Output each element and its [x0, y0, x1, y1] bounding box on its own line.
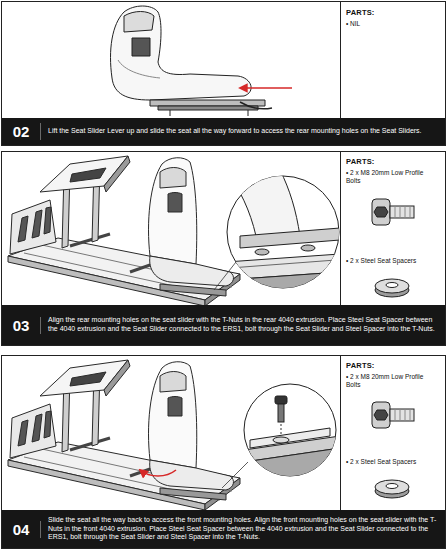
panel-frame [340, 152, 341, 307]
seat-side-view [124, 12, 154, 33]
rig-illustration [140, 470, 176, 476]
detail-inset [226, 170, 340, 298]
step-number: 03 [2, 317, 41, 334]
seat-side-view [240, 102, 272, 109]
detail-inset [214, 262, 236, 290]
panel-frame [340, 356, 341, 512]
detail-inset [250, 428, 330, 448]
rig-illustration [8, 360, 240, 510]
detail-inset [226, 170, 300, 236]
bolt-icon [374, 207, 388, 217]
detail-inset [230, 260, 336, 268]
seat-side-view [158, 106, 258, 110]
detail-inset [222, 462, 248, 488]
parts-item: • 2 x M8 20mm Low Profile Bolts [346, 373, 438, 390]
parts-list: PARTS: • NIL [342, 4, 442, 33]
parts-item: • 2 x Steel Seat Spacers [346, 458, 438, 466]
parts-heading: PARTS: [346, 8, 438, 17]
detail-inset [226, 272, 340, 298]
seat-side-view [240, 87, 292, 89]
detail-inset [275, 396, 287, 404]
panel-frame [2, 356, 446, 549]
bolt-icon [395, 409, 410, 421]
detail-inset [273, 437, 289, 443]
step-number: 04 [2, 521, 41, 538]
parts-heading: PARTS: [346, 157, 438, 166]
seat-side-view [111, 6, 293, 116]
seat-side-view [111, 6, 252, 100]
detail-inset [301, 245, 315, 251]
bolt-icon [395, 206, 410, 218]
bolt-icon [390, 409, 414, 421]
spacer-icon [386, 484, 398, 489]
seat-side-view [170, 110, 248, 116]
rig-illustration [8, 360, 240, 510]
bolt-icon [390, 206, 414, 218]
step-instruction: Lift the Seat Slider Lever up and slide … [41, 123, 445, 140]
step-number: 02 [2, 123, 41, 140]
panel-frame [340, 2, 341, 120]
panel-frame [2, 152, 446, 346]
parts-item: • NIL [346, 20, 438, 28]
bolt-icon [372, 199, 390, 225]
panel-frame [2, 2, 446, 146]
rig-illustration [8, 156, 240, 306]
detail-inset [240, 228, 340, 248]
bolt-icon [372, 402, 390, 428]
seat-side-view [118, 60, 160, 78]
detail-inset [214, 170, 340, 298]
detail-inset [244, 448, 340, 484]
spacer-icon [375, 279, 409, 293]
parts-item: • 2 x M8 20mm Low Profile Bolts [346, 169, 438, 186]
bolt-icon [372, 199, 414, 225]
step-band: 04Slide the seat all the way back to acc… [2, 510, 445, 548]
parts-item: • 2 x Steel Seat Spacers [346, 257, 438, 265]
rig-illustration [8, 156, 240, 306]
parts-list: PARTS: • 2 x M8 20mm Low Profile Bolts • 2… [342, 153, 442, 270]
seat-side-view [132, 38, 150, 56]
spacer-icon [375, 480, 409, 494]
step-band: 02Lift the Seat Slider Lever up and slid… [2, 118, 445, 145]
step-instruction: Slide the seat all the way back to acces… [41, 512, 445, 546]
spacer-icon [386, 283, 398, 288]
detail-inset [278, 404, 284, 422]
step-band: 03Align the rear mounting holes on the s… [2, 305, 445, 345]
bolt-icon [374, 410, 388, 420]
step-instruction: Align the rear mounting holes on the sea… [41, 312, 445, 338]
bolt-icon [372, 402, 414, 428]
detail-inset [255, 249, 269, 255]
parts-list: PARTS: • 2 x M8 20mm Low Profile Bolts • 2… [342, 357, 442, 471]
detail-inset [222, 384, 340, 488]
detail-inset [281, 424, 282, 436]
parts-heading: PARTS: [346, 361, 438, 370]
detail-inset [244, 396, 340, 484]
